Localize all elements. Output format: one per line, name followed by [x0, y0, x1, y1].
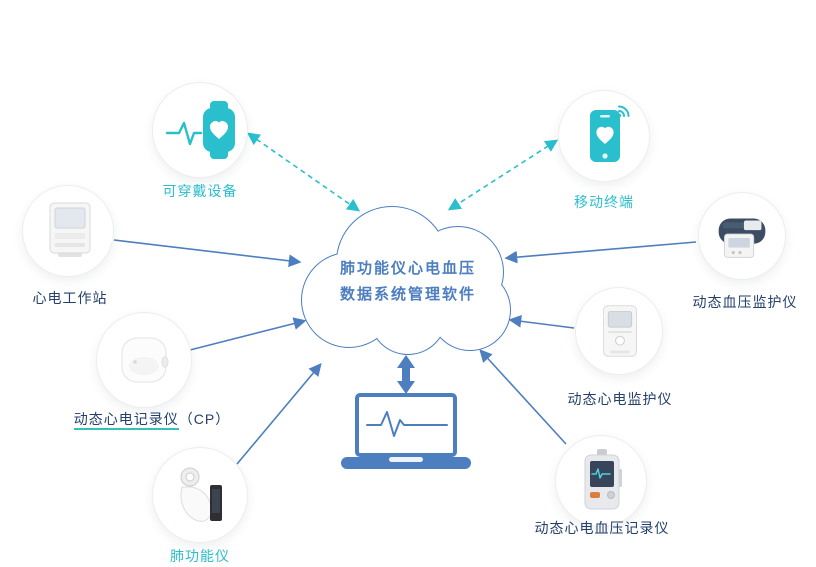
cloud-to-laptop-double-arrow: [397, 355, 415, 394]
node-spirometer: [152, 447, 248, 543]
arrow-bpmonitor-to-cloud: [504, 241, 697, 264]
arrow-wearable-cloud-dashed: [246, 132, 361, 212]
arrow-spirometer-to-cloud: [236, 363, 322, 465]
ecg-workstation-icon: [49, 202, 91, 257]
label-mobile: 移动终端: [574, 194, 634, 210]
arrow-ecgmonitor-to-cloud: [508, 314, 575, 329]
laptop-ecg-icon: [341, 393, 471, 469]
ecg-monitor-icon: [602, 305, 637, 357]
node-holter-cp: [96, 312, 192, 408]
node-ecg-monitor: [575, 287, 663, 375]
holter-recorder-icon: [121, 337, 169, 383]
label-bp-monitor: 动态血压监护仪: [692, 294, 798, 310]
spirometer-icon: [180, 467, 222, 522]
node-ecg-bp-recorder: [555, 435, 647, 527]
label-ecg-workstation: 心电工作站: [32, 290, 108, 306]
label-holter-cp: 动态心电记录仪（CP）: [32, 409, 272, 430]
ecg-bp-recorder-icon: [584, 449, 622, 510]
connection-arrows: [113, 132, 697, 465]
label-spirometer: 肺功能仪: [170, 548, 230, 564]
holter-cp-name: 动态心电记录仪: [73, 411, 179, 430]
label-ecg-bp-recorder: 动态心电血压记录仪: [534, 520, 670, 536]
label-wearable: 可穿戴设备: [162, 183, 238, 199]
node-mobile: [558, 90, 650, 182]
label-ecg-monitor: 动态心电监护仪: [567, 391, 673, 407]
cloud-title-line2: 数据系统管理软件: [339, 286, 476, 303]
bp-monitor-icon: [718, 218, 766, 258]
cloud-shape: [301, 206, 511, 355]
arrow-ecgbprecorder-to-cloud: [479, 349, 567, 445]
cloud-title: 肺功能仪心电血压 数据系统管理软件: [316, 256, 500, 308]
arrow-holter-to-cloud: [189, 317, 307, 351]
node-wearable: [152, 82, 248, 178]
node-bp-monitor: [698, 192, 786, 280]
cloud-title-line1: 肺功能仪心电血压: [339, 260, 476, 277]
node-ecg-workstation: [22, 185, 114, 277]
arrow-workstation-to-cloud: [113, 239, 302, 268]
smartphone-icon: [590, 105, 630, 162]
arrow-mobile-cloud-dashed: [447, 139, 559, 211]
smartwatch-icon: [165, 101, 235, 159]
holter-cp-suffix: （CP）: [178, 411, 231, 427]
